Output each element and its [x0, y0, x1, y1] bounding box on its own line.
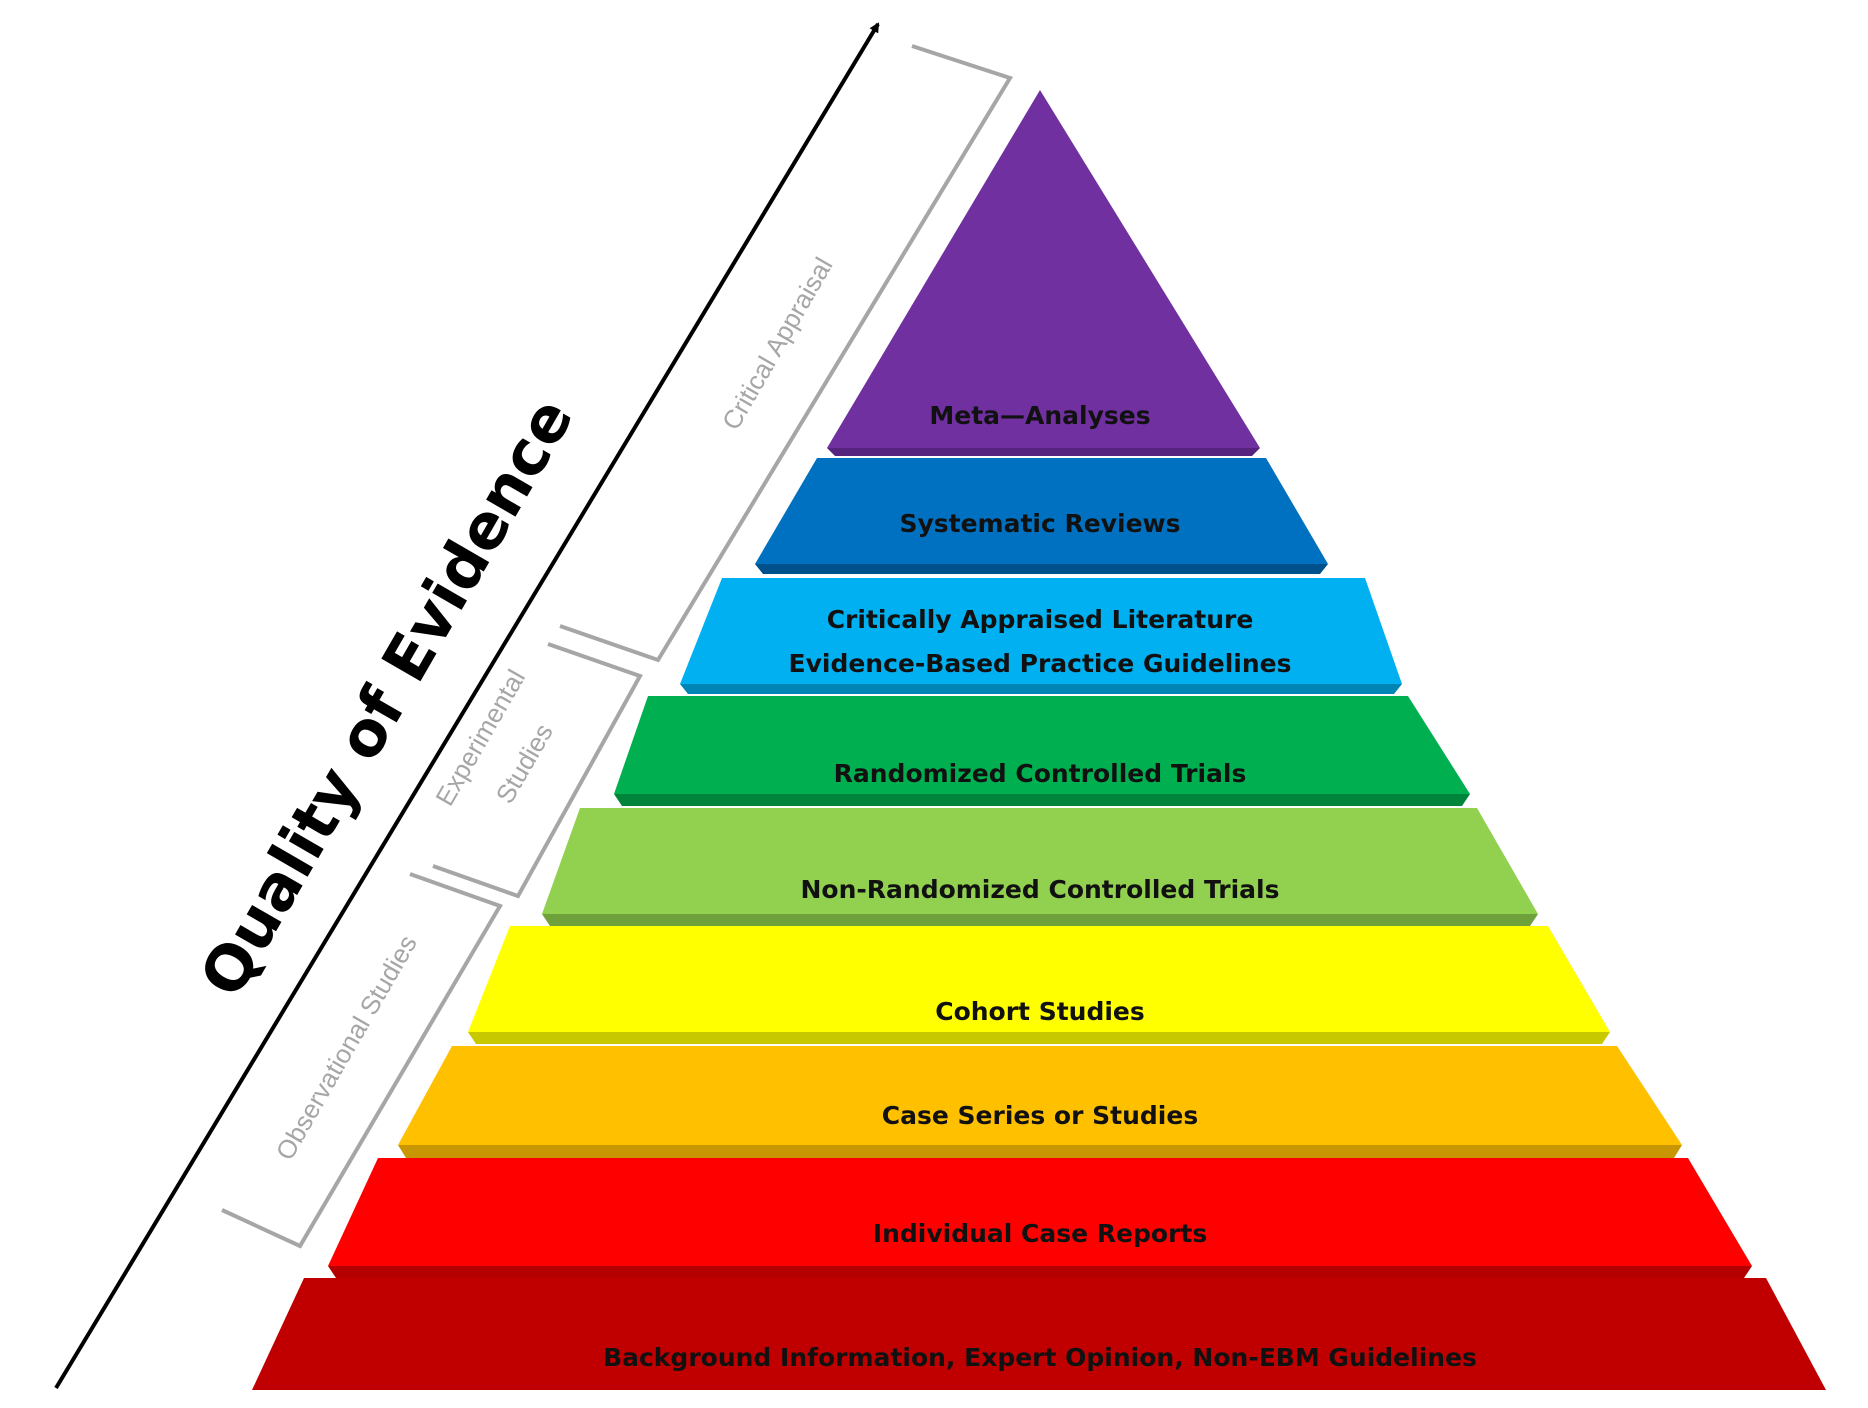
experimental-studies-bracket [432, 642, 643, 899]
tier-randomized-trials-shape [614, 696, 1470, 794]
tier-background-information-label: Background Information, Expert Opinion, … [603, 1343, 1477, 1372]
tier-critically-appraised-label-line2: Evidence-Based Practice Guidelines [789, 649, 1292, 678]
tier-case-reports-label: Individual Case Reports [873, 1219, 1207, 1248]
tier-case-series-shape [398, 1046, 1682, 1145]
tier-case-series-label: Case Series or Studies [882, 1101, 1198, 1130]
tier-non-randomized-trials-edge [542, 914, 1538, 926]
tier-critically-appraised-label-line1: Critically Appraised Literature [827, 605, 1254, 634]
tier-systematic-reviews-shape [755, 458, 1328, 564]
tier-cohort-studies-label: Cohort Studies [935, 997, 1145, 1026]
tier-randomized-trials-edge [614, 794, 1470, 806]
tier-systematic-reviews-label: Systematic Reviews [899, 509, 1180, 538]
critical-appraisal-bracket [559, 44, 1014, 663]
observational-studies-label: Observational Studies [270, 930, 423, 1165]
tier-background-information-shape [252, 1278, 1826, 1390]
tier-meta-analyses-edge [827, 448, 1260, 456]
tier-meta-analyses-label: Meta—Analyses [929, 401, 1150, 430]
tier-critically-appraised-edge [680, 684, 1402, 694]
tier-cohort-studies-edge [468, 1032, 1610, 1044]
observational-studies-bracket [221, 872, 503, 1249]
tier-critically-appraised-shape [680, 578, 1402, 684]
tier-case-series-edge [398, 1145, 1682, 1158]
tier-non-randomized-trials-shape [542, 808, 1538, 914]
tier-randomized-trials-label: Randomized Controlled Trials [834, 759, 1247, 788]
tier-systematic-reviews-edge [755, 564, 1328, 574]
tier-case-reports-shape [328, 1158, 1752, 1266]
tier-non-randomized-trials-label: Non-Randomized Controlled Trials [801, 875, 1280, 904]
pyramid-tiers: Meta—Analyses Systematic Reviews Critica… [252, 90, 1826, 1390]
critical-appraisal-label: Critical Appraisal [716, 252, 839, 435]
quality-axis-arrow [54, 22, 880, 1390]
tier-cohort-studies-shape [468, 926, 1610, 1032]
tier-meta-analyses-shape [827, 90, 1260, 448]
quality-of-evidence-title: Quality of Evidence [185, 386, 587, 1009]
tier-case-reports-edge [328, 1266, 1752, 1278]
